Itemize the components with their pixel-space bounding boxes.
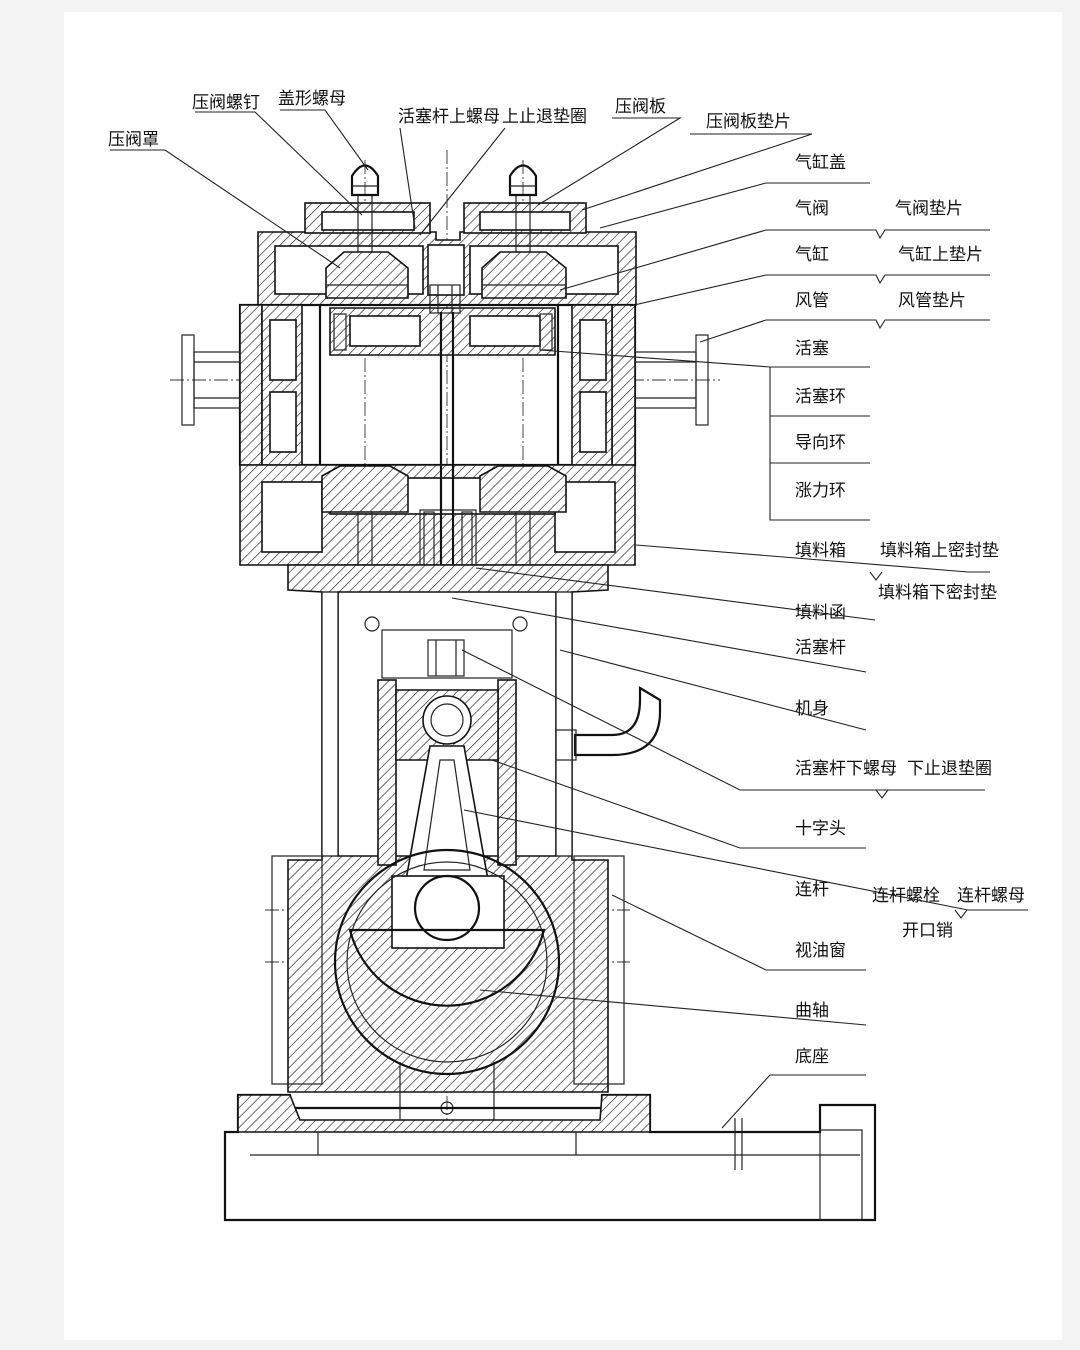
label-shangzhituidianquan: 上止退垫圈 — [502, 107, 587, 127]
label-daoxianghuan: 导向环 — [795, 433, 846, 453]
label-jishen: 机身 — [795, 699, 829, 719]
label-tianliaoxiangxiamifengdian: 填料箱下密封垫 — [878, 583, 997, 603]
label-qigangshangdianpian: 气缸上垫片 — [898, 244, 983, 265]
label-huosaiganshangluomu: 活塞杆上螺母 — [398, 107, 500, 127]
label-yafaban: 压阀板 — [615, 97, 666, 117]
label-kaikouxiao: 开口销 — [902, 921, 953, 941]
label-gaixingluomu: 盖形螺母 — [278, 89, 346, 109]
leader-lines — [110, 109, 1028, 1129]
label-quzhou: 曲轴 — [795, 1001, 829, 1021]
cylinder-body — [238, 303, 637, 467]
label-fengguandianpian: 风管垫片 — [898, 291, 966, 311]
label-huosai: 活塞 — [795, 339, 829, 359]
label-xiazhituidianquan: 下止退垫圈 — [907, 759, 992, 779]
oil-elbow — [555, 686, 662, 761]
label-lianganluoshuan: 连杆螺栓 — [872, 886, 940, 906]
label-huosaiganxialuomu: 活塞杆下螺母 — [795, 759, 897, 779]
piston — [329, 284, 556, 356]
label-qigang: 气缸 — [795, 244, 829, 265]
label-shiyouchuang: 视油窗 — [795, 941, 846, 961]
label-yafazhao: 压阀罩 — [108, 130, 159, 150]
label-liangan: 连杆 — [795, 880, 829, 900]
air-pipes — [181, 334, 709, 426]
label-huosaigan: 活塞杆 — [795, 638, 846, 658]
crosshead — [377, 679, 517, 866]
label-fengguan: 风管 — [795, 291, 829, 311]
label-yafabandianpian: 压阀板垫片 — [706, 112, 791, 132]
label-huosaihuan: 活塞环 — [795, 387, 846, 407]
machine-drawing — [170, 150, 877, 1222]
upper-valves — [325, 251, 567, 299]
crankshaft — [333, 848, 561, 1076]
label-lianganluomu: 连杆螺母 — [957, 886, 1025, 906]
base — [223, 1093, 877, 1222]
connecting-rod — [391, 745, 505, 949]
label-shizitou: 十字头 — [795, 819, 846, 839]
lower-valve-chamber — [239, 464, 636, 588]
label-zhanglihuan: 涨力环 — [795, 481, 846, 501]
label-dizuo: 底座 — [795, 1047, 829, 1067]
label-tianliaohan: 填料函 — [795, 603, 846, 623]
part-labels: 压阀罩 压阀螺钉 盖形螺母 活塞杆上螺母 上止退垫圈 压阀板 压阀板垫片 气缸盖… — [108, 89, 1025, 1067]
label-qifa: 气阀 — [795, 199, 829, 219]
label-tianliaoxiang: 填料箱 — [795, 541, 846, 561]
label-tianliaoxiangshangmifengdian: 填料箱上密封垫 — [880, 541, 999, 561]
label-qiganggai: 气缸盖 — [795, 152, 846, 173]
label-yafaluoding: 压阀螺钉 — [192, 93, 260, 113]
label-qifadianpian: 气阀垫片 — [895, 199, 963, 219]
